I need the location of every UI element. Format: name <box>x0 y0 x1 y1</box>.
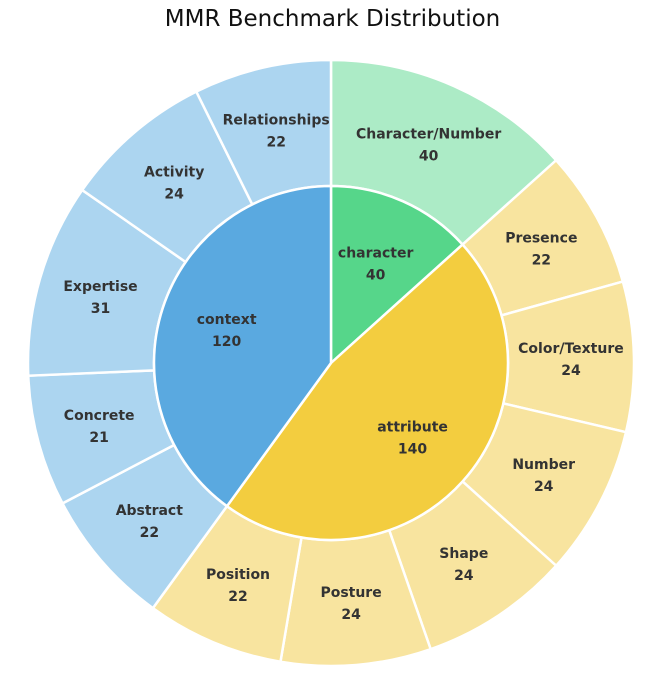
inner-segment-context <box>152 184 333 508</box>
inner-segment-attribute <box>225 242 510 542</box>
inner-ring <box>152 184 510 542</box>
inner-segment-character <box>329 184 465 366</box>
chart-title: MMR Benchmark Distribution <box>164 6 501 32</box>
outer-ring <box>26 58 636 668</box>
